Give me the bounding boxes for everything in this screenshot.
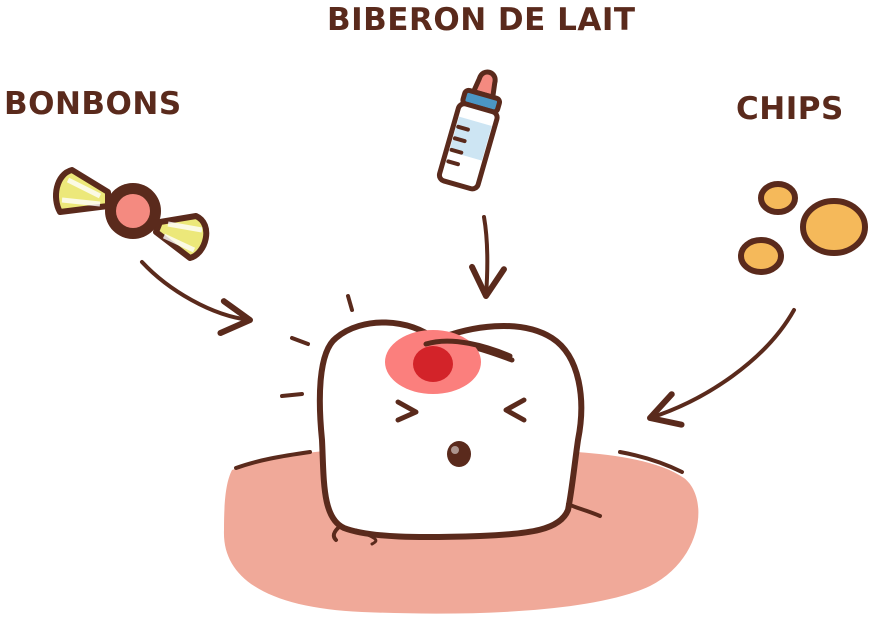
candy-icon	[56, 170, 206, 258]
arrow-from-bonbons	[142, 262, 250, 320]
arrow-from-biberon	[484, 217, 487, 296]
arrow-from-chips	[650, 310, 794, 418]
baby-bottle-icon	[438, 67, 509, 190]
chips-icon	[741, 184, 865, 272]
